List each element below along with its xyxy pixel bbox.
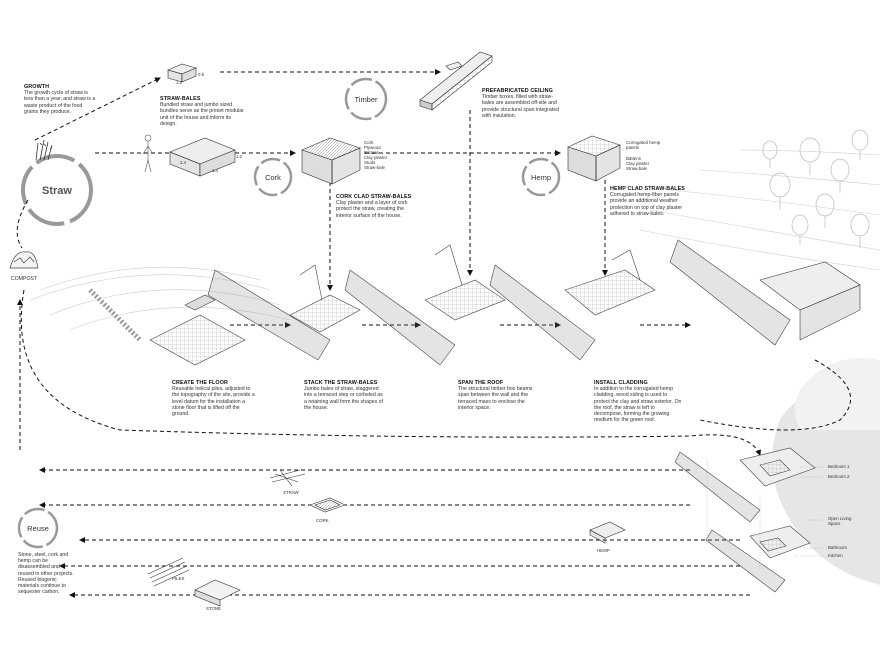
bale-dim-4: 1.4	[212, 168, 219, 173]
straw-bales-note: STRAW-BALES Bundled straw and jumbo size…	[160, 96, 248, 127]
prefab-ceiling-beam	[419, 51, 493, 111]
ground-surface-light	[795, 358, 880, 430]
timber-label: Timber	[354, 95, 378, 104]
straw-label: Straw	[42, 185, 72, 197]
straw-bale-illustration	[167, 63, 236, 177]
cork-layer: Battens	[364, 150, 379, 155]
cork-layer: Clay plaster	[364, 155, 388, 160]
person-figure	[142, 134, 154, 173]
growth-text: The growth cycle of straw is less than a…	[24, 90, 96, 115]
room-bathroom: Bathroom	[828, 545, 848, 550]
bale-dim-3: 2.4	[180, 160, 187, 165]
step-stack-bales: STACK THE STRAW-BALES Jumbo bales of str…	[304, 380, 386, 411]
step-title: STACK THE STRAW-BALES	[304, 380, 378, 386]
hemp-clad-note: HEMP CLAD STRAW-BALES Corrugated hemp-fi…	[610, 186, 688, 217]
cork-clad-note: CORK CLAD STRAW-BALES Clay plaster and a…	[336, 194, 416, 219]
cork-reuse-icon	[309, 497, 346, 513]
straw-bales-title: STRAW-BALES	[160, 96, 201, 102]
reuse-item-piles: PILES	[172, 576, 185, 581]
growth-note: GROWTH The growth cycle of straw is less…	[24, 84, 96, 115]
step-install-cladding: INSTALL CLADDING In addition to the corr…	[594, 380, 684, 423]
hemp-layer: Straw-bale	[626, 166, 647, 171]
hemp-block	[567, 135, 621, 182]
step-title: CREATE THE FLOOR	[172, 380, 229, 386]
timber-circle	[344, 77, 388, 121]
hemp-clad-title: HEMP CLAD STRAW-BALES	[610, 186, 685, 192]
hemp-reuse-icon	[589, 521, 626, 544]
step-text: In addition to the corrugated hemp cladd…	[594, 386, 682, 424]
straw-reuse-icon	[269, 469, 306, 487]
hemp-layers: Corrugated hemp panels Battens Clay plas…	[626, 140, 662, 171]
house-plan-upper	[674, 447, 816, 523]
bale-dim-1: 1.2	[176, 80, 183, 85]
prefab-ceiling-title: PREFABRICATED CEILING	[482, 88, 553, 94]
stone-reuse-icon	[194, 579, 241, 607]
hemp-label: Hemp	[531, 173, 551, 182]
house-plan-lower	[705, 525, 811, 593]
hemp-circle	[521, 157, 561, 197]
cork-layer: Cork	[364, 140, 374, 145]
step-stack-illustration	[207, 264, 361, 361]
straw-bales-text: Bundled straw and jumbo sized bundles se…	[160, 102, 244, 127]
bale-dim-2: 0.5	[198, 72, 205, 77]
cork-circle	[253, 157, 293, 197]
reuse-circle	[17, 507, 59, 549]
growth-title: GROWTH	[24, 84, 50, 90]
bale-dim-5: 1.2	[236, 154, 243, 159]
cork-label: Cork	[265, 173, 281, 182]
cork-clad-text: Clay plaster and a layer of cork protect…	[336, 200, 408, 219]
step-span-roof: SPAN THE ROOF The structural timber box …	[458, 380, 540, 411]
reuse-item-straw: STRAW	[283, 490, 299, 495]
compost-icon	[9, 251, 39, 269]
wheat-icon	[35, 139, 53, 161]
room-kitchen: Kitchen	[828, 553, 843, 558]
compost-label: COMPOST	[11, 276, 38, 282]
step-cladding-illustration	[489, 249, 656, 361]
reuse-item-cork: CORK	[316, 518, 329, 523]
room-bedroom-2: Bedroom 2	[828, 474, 850, 479]
step-floor-illustration	[88, 288, 246, 366]
step-create-floor: CREATE THE FLOOR Reusable helical piles,…	[172, 380, 258, 417]
hemp-clad-text: Corrugated hemp-fiber panels provide an …	[610, 192, 683, 217]
prefab-ceiling-text: Timber boxes, filled with straw-bales ar…	[482, 94, 559, 119]
step-title: INSTALL CLADDING	[594, 380, 648, 386]
tree-icons	[762, 129, 870, 248]
prefab-ceiling-note: PREFABRICATED CEILING Timber boxes, fill…	[482, 88, 560, 119]
room-bedroom-1: Bedroom 1	[828, 464, 850, 469]
hemp-layer: Battens	[626, 156, 641, 161]
cork-layer: Plywood	[364, 145, 381, 150]
step-title: SPAN THE ROOF	[458, 380, 504, 386]
reuse-item-stone: STONE	[206, 606, 222, 611]
cork-layer: Straw-bale	[364, 165, 385, 170]
room-open-living: Open Living Space	[828, 516, 852, 526]
hemp-layer: Corrugated hemp panels	[626, 140, 661, 150]
finished-house-illustration	[669, 239, 861, 346]
cork-block	[301, 137, 361, 185]
straw-cycle	[21, 154, 93, 226]
reuse-item-hemp: HEMP	[597, 548, 610, 553]
step-text: Reusable helical piles, adjusted to the …	[172, 386, 255, 418]
room-leader-lines	[706, 460, 825, 570]
hemp-layer: Clay plaster	[626, 161, 650, 166]
step-roof-illustration	[344, 244, 506, 366]
reuse-text: Stone, steel, cork and hemp can be disas…	[18, 552, 74, 596]
reuse-note: Stone, steel, cork and hemp can be disas…	[18, 552, 74, 595]
cork-layers: Cork Plywood Battens Clay plaster Studs …	[364, 140, 404, 170]
terrain-contours	[29, 149, 880, 331]
step-text: Jumbo bales of straw, staggered into a t…	[304, 386, 384, 411]
cork-clad-title: CORK CLAD STRAW-BALES	[336, 194, 412, 200]
reuse-label: Reuse	[27, 524, 49, 533]
cork-layer: Studs	[364, 160, 376, 165]
step-text: The structural timber box beams span bet…	[458, 386, 533, 411]
piles-reuse-icon	[147, 557, 190, 587]
